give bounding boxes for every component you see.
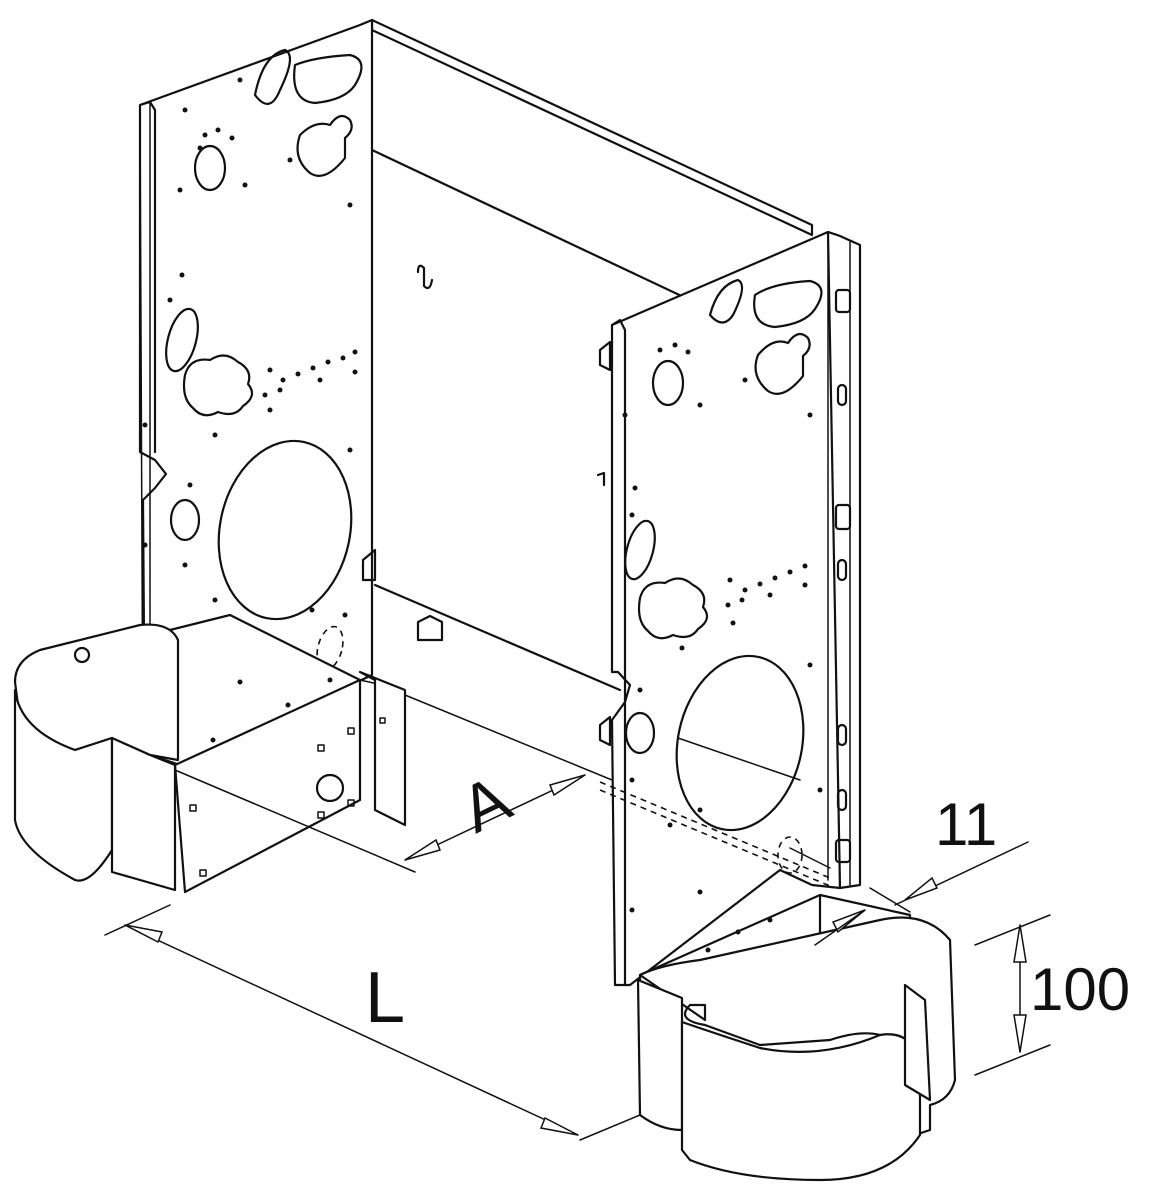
- hidden-lines: [404, 694, 831, 887]
- dim-height-arrow-bottom: [1013, 1014, 1027, 1053]
- dim-l-arrow-start: [124, 924, 164, 944]
- left-foot-bracket: [13, 613, 407, 894]
- right-plate-holes: [622, 342, 823, 913]
- dim-height-arrow-top: [1013, 924, 1027, 963]
- dim-a-arrow-start: [404, 838, 442, 861]
- dim-l-arrow-end: [539, 1116, 579, 1136]
- dim-a-arrow-end: [548, 774, 586, 797]
- dimension-gap: 11: [789, 791, 1029, 946]
- dimension-l: L: [104, 904, 641, 1141]
- left-side-plate: [138, 18, 377, 781]
- dim-l-label: L: [365, 958, 405, 1038]
- right-side-plate: [596, 230, 862, 987]
- dimension-height: 100: [974, 914, 1130, 1076]
- dim-height-label: 100: [1030, 956, 1130, 1023]
- left-plate-holes: [142, 77, 358, 703]
- dim-gap-label: 11: [935, 791, 997, 858]
- dim-gap-arrow-right: [904, 876, 939, 901]
